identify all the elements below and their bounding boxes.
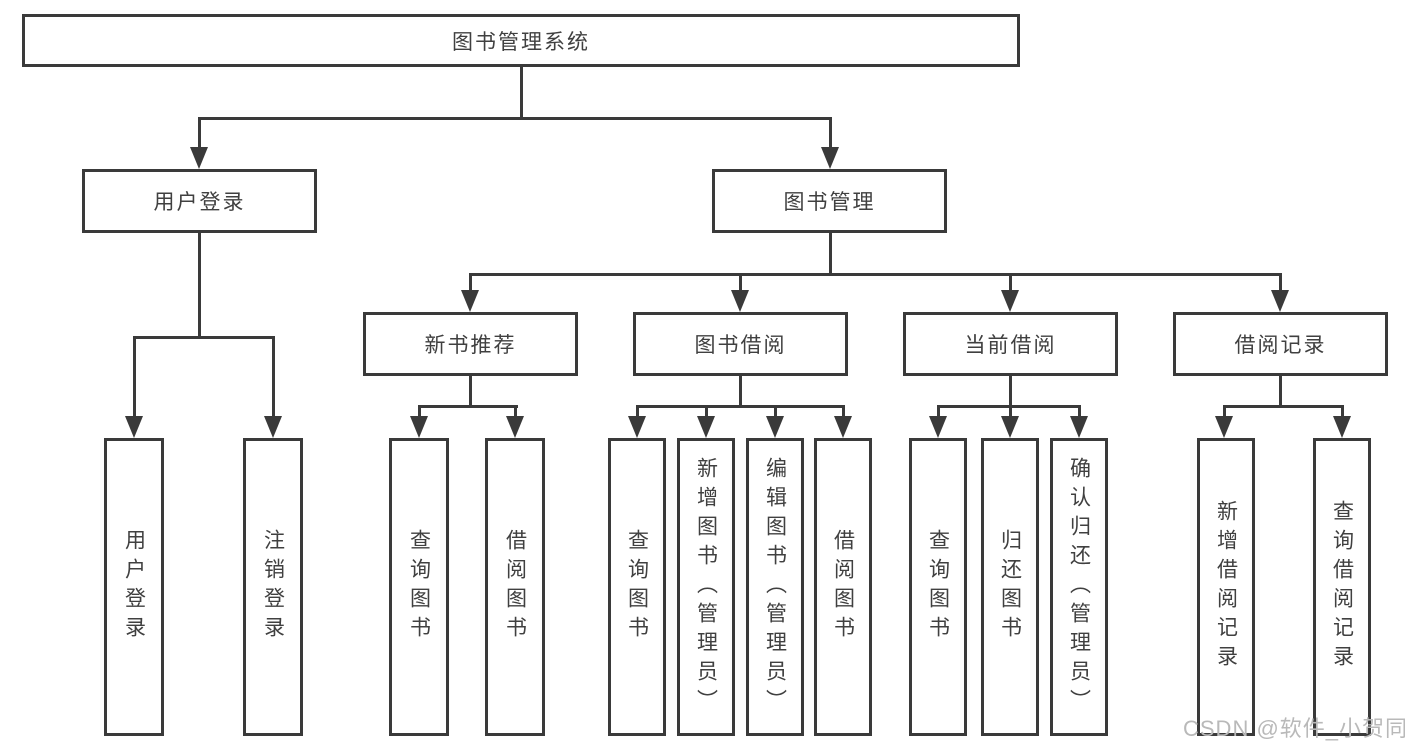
connector-line [739,376,742,408]
node-label: 确认归还（管理员） [1067,456,1091,718]
node-label: 注销登录 [261,529,285,645]
arrow-down-icon [697,416,715,438]
arrow-down-icon [410,416,428,438]
node-current-borrowing: 当前借阅 [903,312,1118,376]
connector-line [1223,405,1344,408]
connector-line [739,273,742,292]
arrow-down-icon [1070,416,1088,438]
node-return-books: 归还图书 [981,438,1039,736]
node-edit-book-admin: 编辑图书（管理员） [746,438,804,736]
node-query-books-current: 查询图书 [909,438,967,736]
node-borrow-books-recommend: 借阅图书 [485,438,545,736]
connector-line [705,405,708,418]
connector-line [774,405,777,418]
arrow-down-icon [1001,290,1019,312]
node-query-books-recommend: 查询图书 [389,438,449,736]
connector-line [1223,405,1226,418]
arrow-down-icon [264,416,282,438]
connector-line [133,336,275,339]
node-logout: 注销登录 [243,438,303,736]
arrow-down-icon [821,147,839,169]
node-library-system: 图书管理系统 [22,14,1020,67]
connector-line [1009,273,1012,292]
arrow-down-icon [731,290,749,312]
connector-line [198,233,201,339]
arrow-down-icon [506,416,524,438]
node-add-book-admin: 新增图书（管理员） [677,438,735,736]
arrow-down-icon [1333,416,1351,438]
node-query-borrow-record: 查询借阅记录 [1313,438,1371,736]
connector-line [198,117,201,150]
connector-line [272,336,275,418]
connector-line [469,376,472,408]
node-book-borrowing: 图书借阅 [633,312,848,376]
node-borrow-books-borrowing: 借阅图书 [814,438,872,736]
connector-line [1009,405,1012,418]
arrow-down-icon [766,416,784,438]
node-label: 借阅图书 [503,529,527,645]
node-new-book-recommend: 新书推荐 [363,312,578,376]
arrow-down-icon [1271,290,1289,312]
connector-line [1279,273,1282,292]
connector-line [469,273,1282,276]
node-label: 新增图书（管理员） [694,456,718,718]
node-label: 查询图书 [926,529,950,645]
node-add-borrow-record: 新增借阅记录 [1197,438,1255,736]
node-label: 新增借阅记录 [1214,500,1238,674]
connector-line [636,405,639,418]
connector-line [418,405,518,408]
node-user-login: 用户登录 [82,169,317,233]
connector-line [1279,376,1282,408]
connector-line [514,405,517,418]
connector-line [1341,405,1344,418]
connector-line [520,66,523,119]
connector-line [937,405,940,418]
node-label: 查询借阅记录 [1330,500,1354,674]
node-label: 归还图书 [998,529,1022,645]
arrow-down-icon [929,416,947,438]
node-book-management: 图书管理 [712,169,947,233]
node-label: 编辑图书（管理员） [763,456,787,718]
connector-line [636,405,845,408]
arrow-down-icon [190,147,208,169]
node-label: 借阅图书 [831,529,855,645]
arrow-down-icon [461,290,479,312]
watermark: CSDN @软件_小贺同学 [1183,716,1405,741]
connector-line [418,405,421,418]
connector-line [133,336,136,418]
node-label: 查询图书 [407,529,431,645]
node-confirm-return-admin: 确认归还（管理员） [1050,438,1108,736]
connector-line [829,233,832,276]
connector-line [842,405,845,418]
node-user-login-leaf: 用户登录 [104,438,164,736]
connector-line [1009,376,1012,408]
node-borrowing-records: 借阅记录 [1173,312,1388,376]
node-query-books-borrowing: 查询图书 [608,438,666,736]
connector-line [1078,405,1081,418]
node-label: 查询图书 [625,529,649,645]
connector-line [469,273,472,292]
arrow-down-icon [1215,416,1233,438]
node-label: 用户登录 [122,529,146,645]
connector-line [198,117,832,120]
arrow-down-icon [1001,416,1019,438]
connector-line [829,117,832,150]
arrow-down-icon [125,416,143,438]
arrow-down-icon [834,416,852,438]
arrow-down-icon [628,416,646,438]
